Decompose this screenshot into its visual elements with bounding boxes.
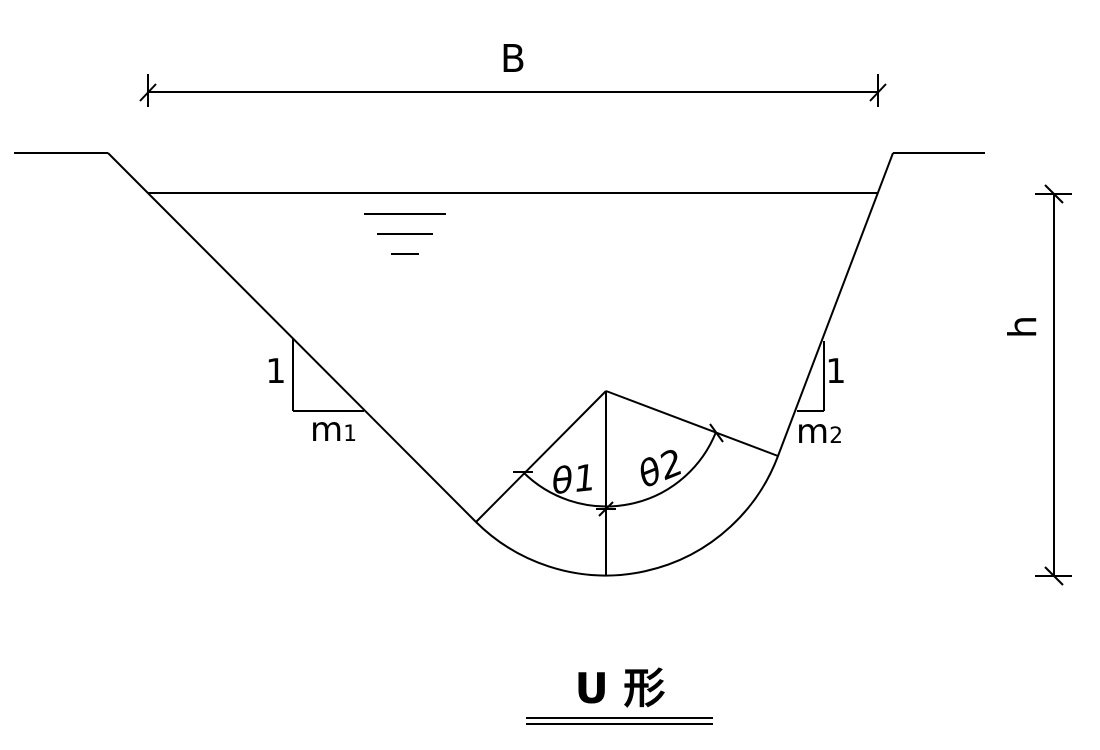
width-dimension <box>139 74 887 107</box>
depth-label: h <box>1001 315 1045 339</box>
angle-theta1-label: θ1 <box>550 458 599 503</box>
left-slope-rise-label: 1 <box>265 352 287 392</box>
right-slope-run-label: m2 <box>796 412 843 452</box>
channel-outline <box>107 152 894 577</box>
depth-dimension <box>1035 184 1072 586</box>
diagram-caption: U 形 <box>575 664 666 713</box>
caption-underline <box>526 717 713 725</box>
left-slope-triangle <box>292 339 364 412</box>
width-label: B <box>500 37 526 81</box>
right-slope-rise-label: 1 <box>825 352 847 392</box>
right-slope-triangle <box>797 341 825 412</box>
angle-theta2-label: θ2 <box>633 442 690 497</box>
angle-dimension-ticks <box>513 423 724 517</box>
left-slope-run-label: m1 <box>310 410 357 450</box>
radius-lines <box>475 390 779 576</box>
water-level-symbol <box>364 213 446 255</box>
angle-dimension-arc <box>522 431 717 508</box>
